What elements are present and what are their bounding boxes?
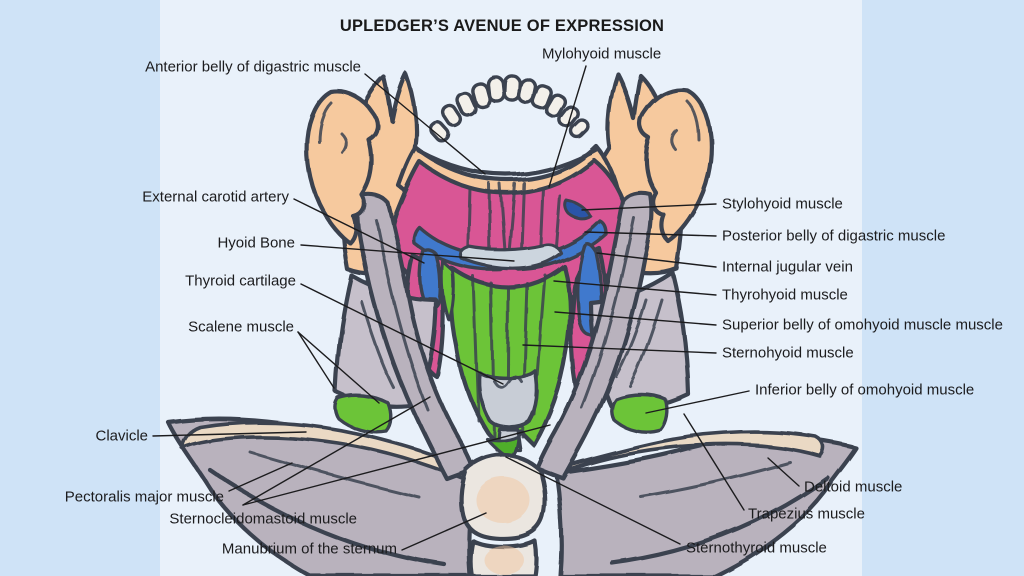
label-manubrium: Manubrium of the sternum xyxy=(221,540,397,558)
label-thyroid-cartilage: Thyroid cartilage xyxy=(185,272,296,290)
label-external-carotid-artery: External carotid artery xyxy=(142,188,289,206)
leader-sternothyroid xyxy=(505,456,681,545)
label-stylohyoid-muscle: Stylohyoid muscle xyxy=(722,195,843,213)
leader-lines xyxy=(152,65,800,551)
teeth-shape xyxy=(416,74,600,177)
leader-posterior-digastric xyxy=(584,231,717,237)
leader-clavicle xyxy=(152,431,307,437)
label-superior-belly-omohyoid: Superior belly of omohyoid muscle muscle xyxy=(722,316,1003,334)
leader-trapezius xyxy=(683,413,745,511)
label-inferior-belly-omohyoid: Inferior belly of omohyoid muscle xyxy=(755,381,975,399)
label-hyoid-bone: Hyoid Bone xyxy=(217,234,295,252)
diagram-title: UPLEDGER’S AVENUE OF EXPRESSION xyxy=(339,17,665,35)
leader-sternohyoid xyxy=(522,344,717,354)
leader-deltoid xyxy=(767,457,800,487)
neck-drawing xyxy=(165,71,859,576)
hyoid-bone-shape xyxy=(458,242,563,270)
label-pectoralis-major: Pectoralis major muscle xyxy=(64,488,224,506)
label-mylohyoid-muscle: Mylohyoid muscle xyxy=(542,45,662,63)
label-sternothyroid-muscle: Sternothyroid muscle xyxy=(686,539,827,557)
label-trapezius-muscle: Trapezius muscle xyxy=(748,505,865,523)
shoulder-shape xyxy=(165,416,859,576)
leader-mylohyoid xyxy=(548,65,587,188)
label-sternohyoid-muscle: Sternohyoid muscle xyxy=(722,344,854,362)
leader-pectoralis xyxy=(228,462,293,492)
label-internal-jugular-vein: Internal jugular vein xyxy=(722,258,853,276)
leader-anterior-digastric xyxy=(364,73,486,175)
leader-scm-b xyxy=(242,424,551,506)
label-anterior-belly-digastric: Anterior belly of digastric muscle xyxy=(145,58,361,76)
leader-manubrium xyxy=(401,512,487,551)
leader-inferior-omohyoid xyxy=(645,390,750,414)
leader-scalene-b xyxy=(297,331,380,404)
sternocleidomastoid-shape xyxy=(355,190,654,482)
right-ear-shape xyxy=(638,87,714,244)
manubrium-shape xyxy=(459,452,548,576)
leader-superior-omohyoid xyxy=(554,311,717,326)
label-thyrohyoid-muscle: Thyrohyoid muscle xyxy=(722,286,848,304)
leader-scm-a xyxy=(242,396,431,506)
leader-internal-jugular xyxy=(596,252,717,268)
leader-thyroid-cartilage xyxy=(300,283,504,385)
leader-hyoid-bone xyxy=(300,244,515,262)
label-posterior-belly-digastric: Posterior belly of digastric muscle xyxy=(722,227,946,245)
label-clavicle: Clavicle xyxy=(95,427,148,445)
label-deltoid-muscle: Deltoid muscle xyxy=(804,478,903,496)
sternothyroid-shape xyxy=(485,434,520,461)
left-ear-shape xyxy=(304,89,380,246)
leader-thyrohyoid xyxy=(553,280,717,296)
leader-stylohyoid xyxy=(581,203,717,211)
label-scalene-muscle: Scalene muscle xyxy=(188,318,294,336)
leader-scalene-a xyxy=(297,331,335,389)
label-sternocleidomastoid: Sternocleidomastoid muscle xyxy=(169,510,357,528)
